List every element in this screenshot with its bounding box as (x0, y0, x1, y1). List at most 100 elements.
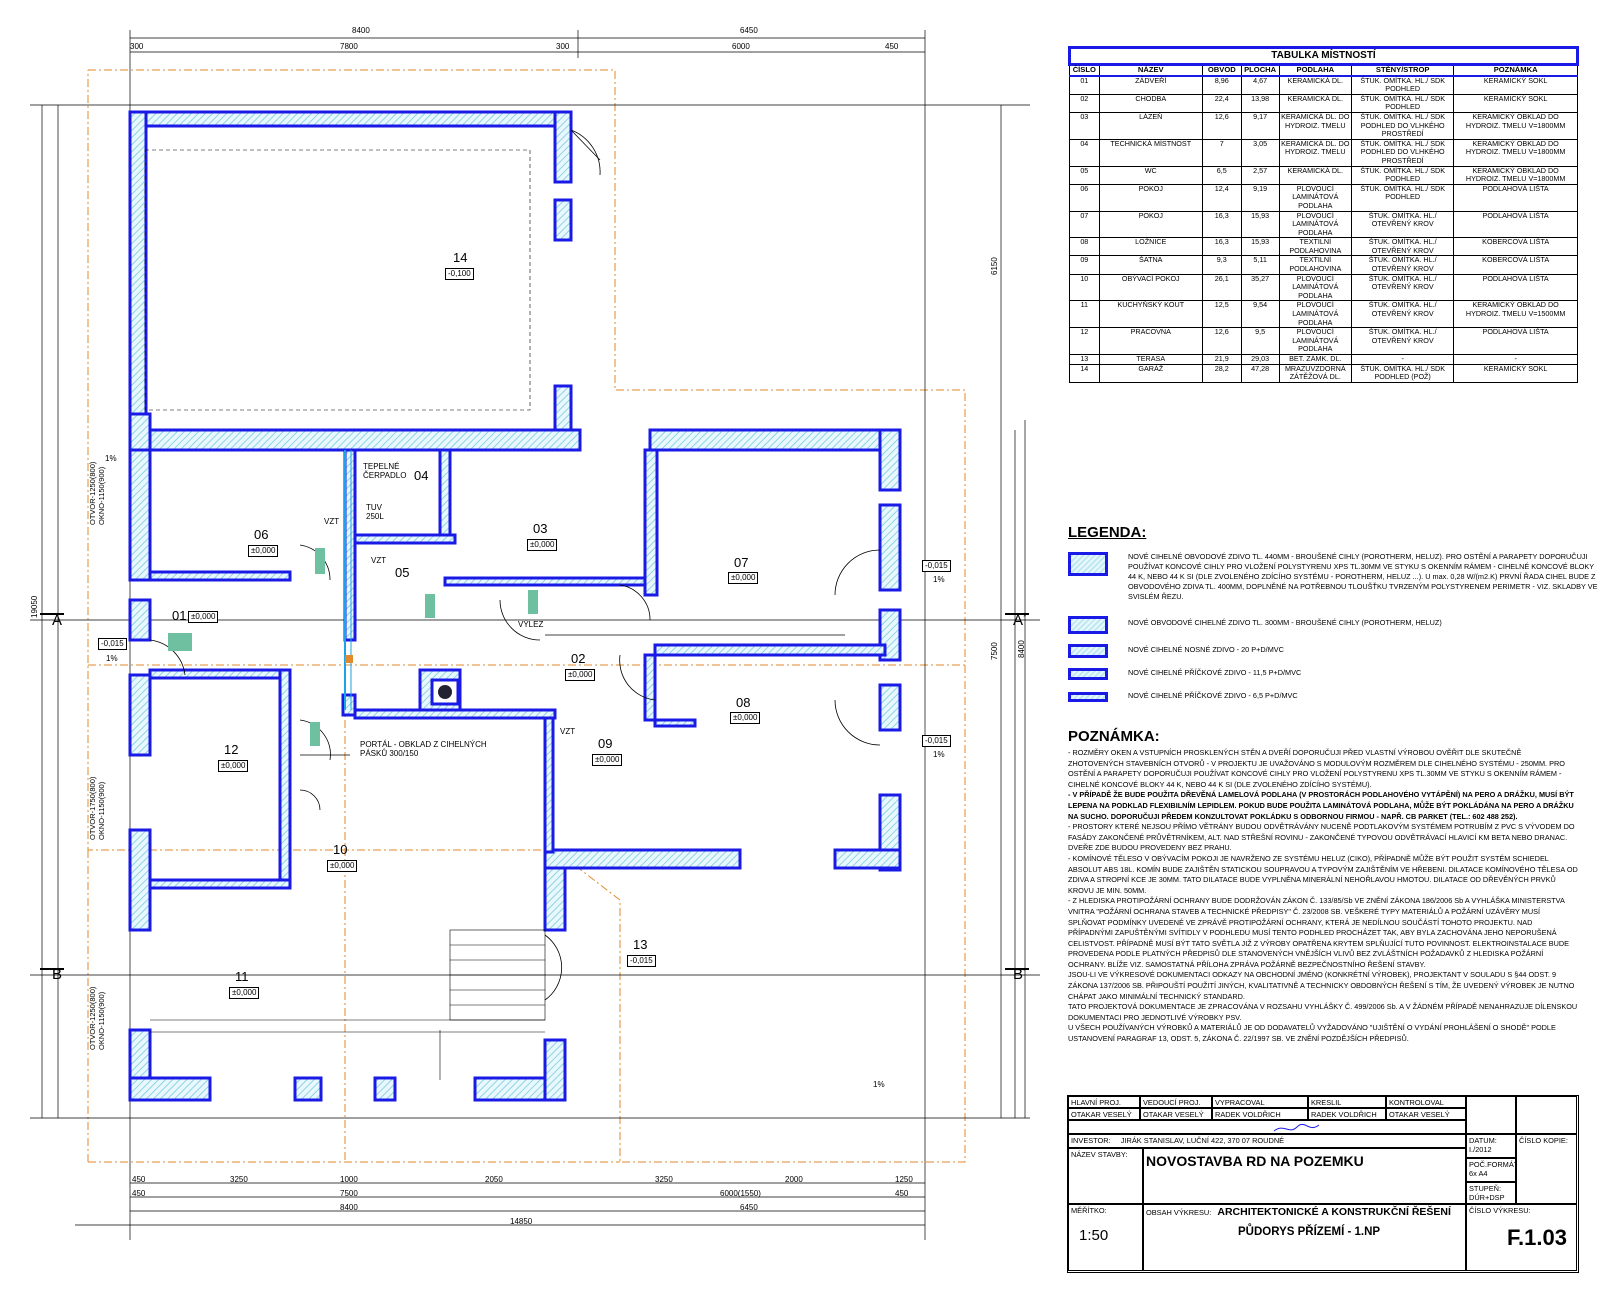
room-table-cell: 9,5 (1240, 327, 1280, 355)
room-table-cell: PODLAHOVÁ LIŠTA (1453, 183, 1578, 212)
room-08-number: 08 (736, 695, 751, 710)
room-table-cell: KERAMICKÝ SOKL (1453, 363, 1578, 383)
room-table-cell: ŠTUK. OMÍTKA. HL./ SDK PODHLED DO VLHKÉH… (1351, 111, 1455, 140)
room-table-cell: 9,54 (1240, 300, 1280, 329)
room-14-level: -0,100 (445, 268, 474, 280)
room-table-cell: ŠTUK. OMÍTKA. HL./ OTEVŘENÝ KROV (1351, 327, 1455, 355)
blank-cell-2 (1516, 1096, 1577, 1134)
door-swings (149, 129, 881, 1001)
room-07-level: ±0,000 (728, 572, 759, 584)
slope-5: 1% (105, 454, 117, 463)
role-1: HLAVNÍ PROJ. (1068, 1096, 1140, 1108)
room-table-cell: TEXTILNÍ PODLAHOVINA (1278, 237, 1353, 257)
window-note-2: OTVOR-1750(800) OKNO-1150(900) (88, 776, 106, 840)
format-label: POČ.FORMÁT (1469, 1160, 1516, 1169)
room-table-cell: 15,93 (1240, 237, 1280, 257)
chimney-flue (438, 685, 452, 699)
room-table-cell: WC (1098, 165, 1203, 185)
name-2: OTAKAR VESELÝ (1140, 1108, 1212, 1120)
legend-text-1: NOVÉ CIHELNÉ OBVODOVÉ ZDIVO TL. 440MM - … (1128, 552, 1598, 601)
bottom-dim3-1: 6450 (740, 1203, 758, 1212)
bottom-dim-1: 3250 (230, 1175, 248, 1184)
room-table-cell: 13 (1069, 354, 1100, 365)
left-total: 19050 (30, 595, 39, 618)
room-13-number: 13 (633, 937, 648, 952)
content-line-2: PŮDORYS PŘÍZEMÍ - 1.NP (1238, 1226, 1381, 1238)
room-table-cell: KERAMICKÝ SOKL (1453, 75, 1578, 95)
scale-cell: MĚŘÍTKO: 1:50 (1068, 1204, 1143, 1271)
slope-2: 1% (933, 575, 945, 584)
content-line-1: ARCHITEKTONICKÉ A KONSTRUKČNÍ ŘEŠENÍ (1217, 1206, 1451, 1218)
room-table-cell: 12,5 (1201, 300, 1242, 329)
room-03-level: ±0,000 (527, 539, 558, 551)
room-table-header: POZNÁMKA (1453, 63, 1578, 77)
bottom-dim-4: 3250 (655, 1175, 673, 1184)
project-name: NOVOSTAVBA RD NA POZEMKU (1143, 1148, 1466, 1204)
investor-label: INVESTOR: (1071, 1136, 1111, 1145)
room-table-cell: KERAMICKÁ DL. (1278, 93, 1353, 113)
bottom-dim2-0: 450 (132, 1189, 146, 1198)
room-table-cell: OBÝVACÍ POKOJ (1098, 273, 1203, 302)
room-table-cell: ŠTUK. OMÍTKA. HL./ OTEVŘENÝ KROV (1351, 300, 1455, 329)
bottom-dim-2: 1000 (340, 1175, 358, 1184)
room-table-header: PODLAHA (1278, 63, 1353, 77)
section-mark-a-left: A (52, 612, 63, 629)
top-dim2-3: 6000 (732, 42, 750, 51)
heat-pump-marker (345, 655, 353, 663)
name-5: OTAKAR VESELÝ (1386, 1108, 1466, 1120)
room-12-level: ±0,000 (218, 760, 249, 772)
content-label: OBSAH VÝKRESU: (1146, 1208, 1212, 1217)
top-dim2-0: 300 (130, 42, 144, 51)
room-table-header: NÁZEV (1098, 63, 1203, 77)
note-paragraph: - ROZMĚRY OKEN A VSTUPNÍCH PROSKLENÝCH S… (1068, 748, 1565, 789)
room-table-cell: 01 (1069, 75, 1100, 95)
scale-label: MĚŘÍTKO: (1071, 1206, 1107, 1215)
chimney (430, 678, 460, 706)
note-paragraph: - PROSTORY KTERÉ NEJSOU PŘÍMO VĚTRÁNY BU… (1068, 822, 1575, 853)
format-value: 6x A4 (1469, 1169, 1488, 1178)
room-table-header: ČÍSLO (1069, 63, 1100, 77)
room-table-cell: TEXTILNÍ PODLAHOVINA (1278, 255, 1353, 275)
room-table-cell: PLOVOUCÍ LAMINÁTOVÁ PODLAHA (1278, 210, 1353, 239)
drawing-no-label: ČÍSLO VÝKRESU: (1469, 1206, 1531, 1215)
room-table-cell: KERAMICKÁ DL. (1278, 75, 1353, 95)
room-table-cell: PLOVOUCÍ LAMINÁTOVÁ PODLAHA (1278, 273, 1353, 302)
room-table-cell: PLOVOUCÍ LAMINÁTOVÁ PODLAHA (1278, 300, 1353, 329)
legend-swatch-2 (1068, 616, 1108, 634)
room-table-header: PLOCHA (1240, 63, 1280, 77)
bottom-dim-5: 2000 (785, 1175, 803, 1184)
room-table-cell: 5,11 (1240, 255, 1280, 275)
legend-text-4: NOVÉ CIHELNÉ PŘÍČKOVÉ ZDIVO - 11,5 P+D/M… (1128, 668, 1302, 677)
section-mark-b-left: B (52, 966, 63, 983)
date-label: DATUM: (1469, 1136, 1497, 1145)
room-table-cell: KERAMICKÝ OBKLAD DO HYDROIZ. TMELU V=180… (1453, 111, 1578, 140)
room-table-cell: LÁZEŇ (1098, 111, 1203, 140)
room-table-cell: ŠTUK. OMÍTKA. HL./ SDK PODHLED (1351, 75, 1455, 95)
room-table-cell: 12 (1069, 327, 1100, 355)
scale-value: 1:50 (1079, 1227, 1109, 1244)
room-table-cell: 6,5 (1201, 165, 1242, 185)
room-table-cell: 22,4 (1201, 93, 1242, 113)
room-09-number: 09 (598, 736, 613, 751)
legend-text-2: NOVÉ OBVODOVÉ CIHELNÉ ZDIVO TL. 300MM - … (1128, 618, 1442, 627)
hatch-label: VÝLEZ (518, 620, 544, 629)
bottom-total: 14850 (510, 1217, 533, 1226)
room-table-cell: 08 (1069, 237, 1100, 257)
role-5: KONTROLOVAL (1386, 1096, 1466, 1108)
role-4: KRESLIL (1308, 1096, 1386, 1108)
stage-cell: STUPEŇ: DÚR+DSP (1466, 1182, 1516, 1204)
room-table-cell: 02 (1069, 93, 1100, 113)
right-dim-0: 6150 (990, 257, 999, 275)
room-table-cell: ŠTUK. OMÍTKA. HL./ SDK PODHLED (POŽ) (1351, 363, 1455, 383)
room-02-level: ±0,000 (565, 669, 596, 681)
room-table-cell: 9,3 (1201, 255, 1242, 275)
legend-swatch-4 (1068, 668, 1108, 680)
room-table-cell: 03 (1069, 111, 1100, 140)
notes-title: POZNÁMKA: (1068, 728, 1160, 745)
top-dim2-4: 450 (885, 42, 899, 51)
